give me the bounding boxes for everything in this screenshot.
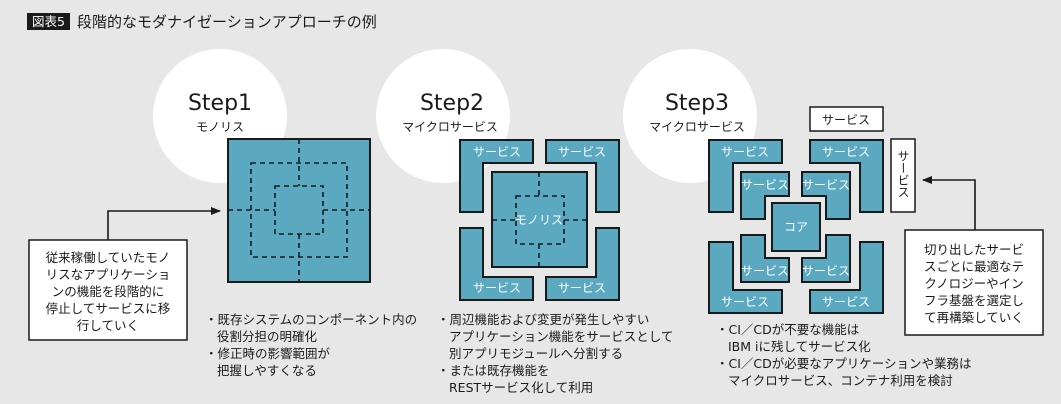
step2-diagram: [459, 139, 620, 301]
step3-core-block: [771, 202, 821, 252]
right-callout-arrow: [922, 176, 976, 230]
step2-bullet-cont: 別アプリモジュールへ分割する: [449, 346, 623, 361]
step3-service-block: [740, 234, 790, 283]
step2-service-block: [545, 227, 620, 301]
right-callout-line: て再構築していく: [924, 310, 1024, 325]
service-label: サービス: [822, 145, 870, 159]
step2-bullet-cont: RESTサービス化して利用: [449, 380, 593, 395]
step1-bullet: ・既存システムのコンポーネント内の: [205, 312, 417, 327]
step3-bullet-cont: マイクロサービス、コンテナ利用を検討: [728, 373, 953, 388]
step3-subtitle: マイクロサービス: [649, 120, 745, 134]
step3-service-block: [708, 139, 783, 213]
step3-service-block: [801, 171, 851, 220]
step2-service-block: [459, 139, 534, 213]
service-label: サービス: [822, 113, 870, 127]
figure-badge-label: 図表5: [32, 14, 65, 29]
step3-bullet: ・CI／CDが必要なアプリケーションや業務は: [716, 356, 972, 371]
step1-bullet: ・修正時の影響範囲が: [205, 346, 331, 361]
step1-title: Step1: [188, 91, 252, 116]
step2-service-block: [545, 139, 620, 213]
external-service-box: [809, 106, 884, 132]
step3-service-block: [801, 234, 851, 283]
monolith-label: モノリス: [515, 213, 563, 227]
step3-bullet-cont: IBM iに残してサービス化: [728, 339, 871, 354]
step2-subtitle: マイクロサービス: [402, 120, 498, 134]
left-callout-line: 行していく: [77, 318, 139, 333]
service-label: サービス: [721, 145, 769, 159]
figure-title: 段階的なモダナイゼーションアプローチの例: [77, 13, 377, 31]
right-callout-line: フラ基盤を選定し: [924, 293, 1024, 308]
service-label: サービス: [822, 295, 870, 309]
step3-service-block: [809, 241, 884, 314]
step1-bullet-cont: 把握しやすくなる: [217, 363, 317, 378]
left-callout-box: [28, 239, 188, 341]
step3-service-block: [740, 171, 790, 220]
service-label: サービス: [473, 145, 521, 159]
right-callout-line: スごとに最適なテ: [924, 259, 1024, 274]
left-callout-arrow: [107, 207, 221, 240]
step3-bullet: ・CI／CDが不要な機能は: [716, 322, 859, 337]
step1-bullet-cont: 役割分担の明確化: [217, 329, 318, 344]
service-label: サービス: [741, 264, 789, 278]
service-label: サービス: [802, 178, 850, 192]
left-callout-line: ンの機能を段階的に: [52, 284, 165, 299]
step2-title: Step2: [420, 91, 484, 116]
figure-badge: [27, 13, 70, 30]
left-callout-line: 従来稼働していたモノ: [46, 250, 171, 265]
service-label: サービス: [741, 178, 789, 192]
service-label: サービス: [473, 281, 521, 295]
left-callout-line: リスなアプリケーショ: [46, 267, 171, 282]
service-label: サービス: [558, 145, 606, 159]
step3-title: Step3: [665, 91, 729, 116]
step2-bullet: ・または既存機能を: [437, 363, 550, 378]
step1-monolith-block: [227, 138, 371, 283]
step3-service-block: [809, 139, 884, 213]
service-label: サービス: [721, 295, 769, 309]
service-label: サービス: [802, 264, 850, 278]
step3-service-block: [708, 241, 783, 314]
step2-bullet: ・周辺機能および変更が発生しやすい: [437, 312, 649, 327]
right-callout-box: [904, 229, 1044, 336]
step2-service-block: [459, 227, 534, 301]
right-callout-line: クノロジーやイン: [924, 276, 1023, 291]
right-callout-line: 切り出したサービ: [924, 242, 1024, 257]
external-service-box-vertical: [890, 138, 916, 213]
service-label-vertical: サービス: [896, 150, 910, 198]
step3-diagram: [708, 106, 916, 314]
step1-subtitle: モノリス: [196, 120, 244, 134]
service-label: サービス: [558, 281, 606, 295]
left-callout-line: 停止してサービスに移: [46, 301, 171, 316]
core-label: コア: [784, 220, 808, 234]
step2-bullet-cont: アプリケーション機能をサービスとして: [449, 329, 673, 344]
